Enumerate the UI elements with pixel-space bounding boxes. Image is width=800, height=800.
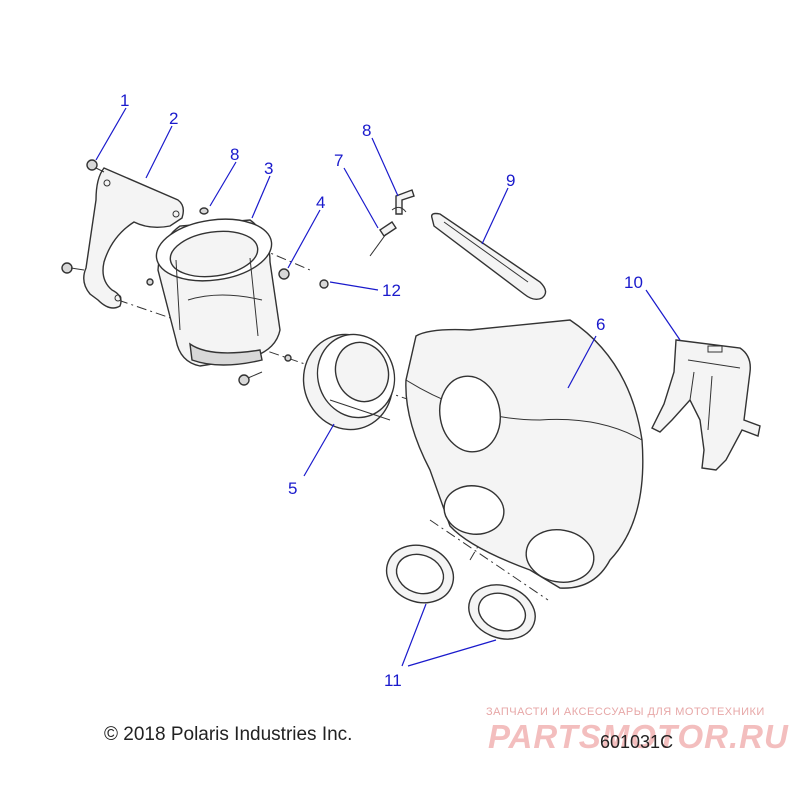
callout-7: 7	[334, 151, 343, 170]
clip-8-right	[391, 189, 415, 215]
intake-funnel	[146, 218, 292, 367]
grommet-11-right	[468, 584, 536, 640]
screw-1	[86, 159, 105, 173]
copyright-notice: © 2018 Polaris Industries Inc.	[104, 724, 353, 745]
screw-12	[319, 279, 329, 289]
callout-10: 10	[624, 273, 643, 292]
screw-lower	[238, 371, 263, 386]
screw-4	[278, 268, 290, 280]
callout-12: 12	[382, 281, 401, 300]
callout-11: 11	[384, 671, 402, 690]
seal-ring-5	[302, 333, 396, 431]
callout-leaders	[95, 107, 681, 667]
callout-2: 2	[169, 109, 178, 128]
grommet-11-left	[385, 544, 455, 604]
washer-8-left	[199, 207, 209, 215]
airbox-housing-6	[405, 319, 644, 589]
callout-9: 9	[506, 171, 515, 190]
watermark-tagline: ЗАПЧАСТИ И АКСЕССУАРЫ ДЛЯ МОТОТЕХНИКИ	[486, 706, 765, 718]
mounting-bracket-10	[651, 339, 761, 471]
screw-left	[61, 262, 85, 274]
callout-8-left: 8	[230, 145, 239, 164]
callout-4: 4	[316, 193, 325, 212]
callout-3: 3	[264, 159, 273, 178]
push-rivet-7	[369, 221, 397, 257]
watermark-logo: PARTSMOTOR.RU	[488, 718, 789, 755]
strap-9	[430, 212, 547, 301]
callout-6: 6	[596, 315, 605, 334]
callout-8-right: 8	[362, 121, 371, 140]
callout-1: 1	[120, 91, 129, 110]
callout-5: 5	[288, 479, 297, 498]
diagram-id: 601031C	[600, 732, 674, 752]
callout-labels: 1 2 3 4 5 6 7 8 8 9 10 11 12	[120, 91, 643, 690]
bracket-plate	[83, 167, 185, 309]
